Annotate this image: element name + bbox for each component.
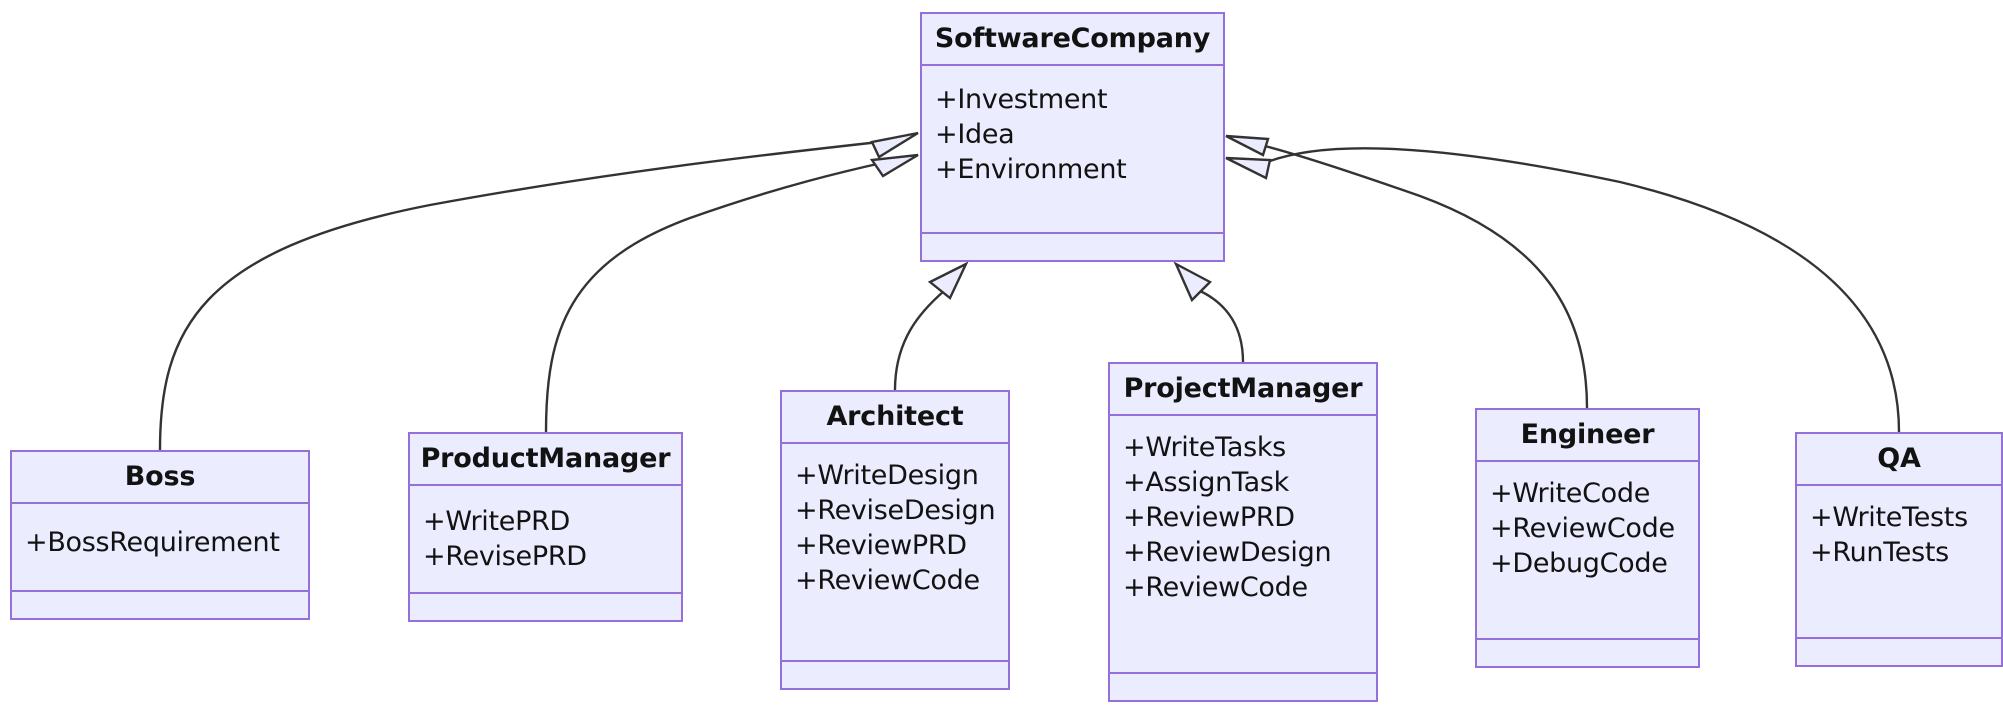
class-member: +Idea [935, 119, 1015, 151]
class-member: +ReviewDesign [1123, 537, 1332, 569]
arrowhead-qa [1225, 156, 1272, 180]
class-methods-engineer [1477, 640, 1698, 666]
class-box-qa[interactable]: QA +WriteTests +RunTests [1795, 432, 2003, 667]
class-methods-boss [12, 592, 308, 618]
class-member: +ReviewCode [1490, 513, 1675, 545]
class-title-softwarecompany: SoftwareCompany [922, 14, 1223, 66]
class-member: +AssignTask [1123, 467, 1289, 499]
class-methods-productmanager [410, 594, 681, 620]
class-box-productmanager[interactable]: ProductManager +WritePRD +RevisePRD [408, 432, 683, 622]
class-member: +WriteCode [1490, 478, 1651, 509]
class-member: +WriteTasks [1123, 432, 1286, 463]
class-member: +ReviewPRD [1123, 502, 1295, 534]
class-members-architect: +WriteDesign +ReviseDesign +ReviewPRD +R… [782, 444, 1008, 662]
class-member: +ReviewCode [1123, 572, 1308, 604]
class-members-engineer: +WriteCode +ReviewCode +DebugCode [1477, 462, 1698, 640]
edge-projectmanager-to-softwarecompany [1197, 288, 1245, 363]
class-member: +BossRequirement [25, 527, 280, 559]
class-title-projectmanager: ProjectManager [1110, 364, 1376, 416]
class-methods-architect [782, 662, 1008, 688]
class-members-qa: +WriteTests +RunTests [1797, 486, 2001, 639]
arrowhead-projectmanager [1173, 261, 1212, 303]
arrowhead-architect [927, 261, 969, 300]
class-member: +Investment [935, 84, 1108, 115]
class-member: +DebugCode [1490, 548, 1668, 580]
arrowhead-productmanager [869, 153, 919, 178]
class-box-engineer[interactable]: Engineer +WriteCode +ReviewCode +DebugCo… [1475, 408, 1700, 668]
class-title-qa: QA [1797, 434, 2001, 486]
class-member: +WriteTests [1810, 502, 1968, 533]
class-member: +ReviewPRD [795, 530, 967, 562]
class-title-architect: Architect [782, 392, 1008, 444]
class-member: +ReviewCode [795, 565, 980, 597]
arrowhead-engineer [1225, 134, 1270, 157]
class-members-productmanager: +WritePRD +RevisePRD [410, 486, 681, 594]
edge-architect-to-softwarecompany [893, 290, 945, 391]
class-member: +Environment [935, 154, 1127, 186]
class-member: +ReviseDesign [795, 495, 996, 527]
class-box-projectmanager[interactable]: ProjectManager +WriteTasks +AssignTask +… [1108, 362, 1378, 702]
class-members-softwarecompany: +Investment +Idea +Environment [922, 66, 1223, 234]
class-title-productmanager: ProductManager [410, 434, 681, 486]
class-box-boss[interactable]: Boss +BossRequirement [10, 450, 310, 620]
class-members-projectmanager: +WriteTasks +AssignTask +ReviewPRD +Revi… [1110, 416, 1376, 674]
class-member: +RunTests [1810, 537, 1949, 569]
class-title-engineer: Engineer [1477, 410, 1698, 462]
class-member: +WritePRD [423, 506, 571, 537]
class-methods-qa [1797, 639, 2001, 665]
class-member: +RevisePRD [423, 541, 587, 573]
class-box-softwarecompany[interactable]: SoftwareCompany +Investment +Idea +Envir… [920, 12, 1225, 262]
class-methods-softwarecompany [922, 234, 1223, 260]
edge-boss-to-softwarecompany [158, 139, 889, 451]
class-member: +WriteDesign [795, 460, 979, 491]
class-title-boss: Boss [12, 452, 308, 504]
class-box-architect[interactable]: Architect +WriteDesign +ReviseDesign +Re… [780, 390, 1010, 690]
class-methods-projectmanager [1110, 674, 1376, 700]
arrowhead-boss [870, 131, 919, 159]
class-members-boss: +BossRequirement [12, 504, 308, 592]
